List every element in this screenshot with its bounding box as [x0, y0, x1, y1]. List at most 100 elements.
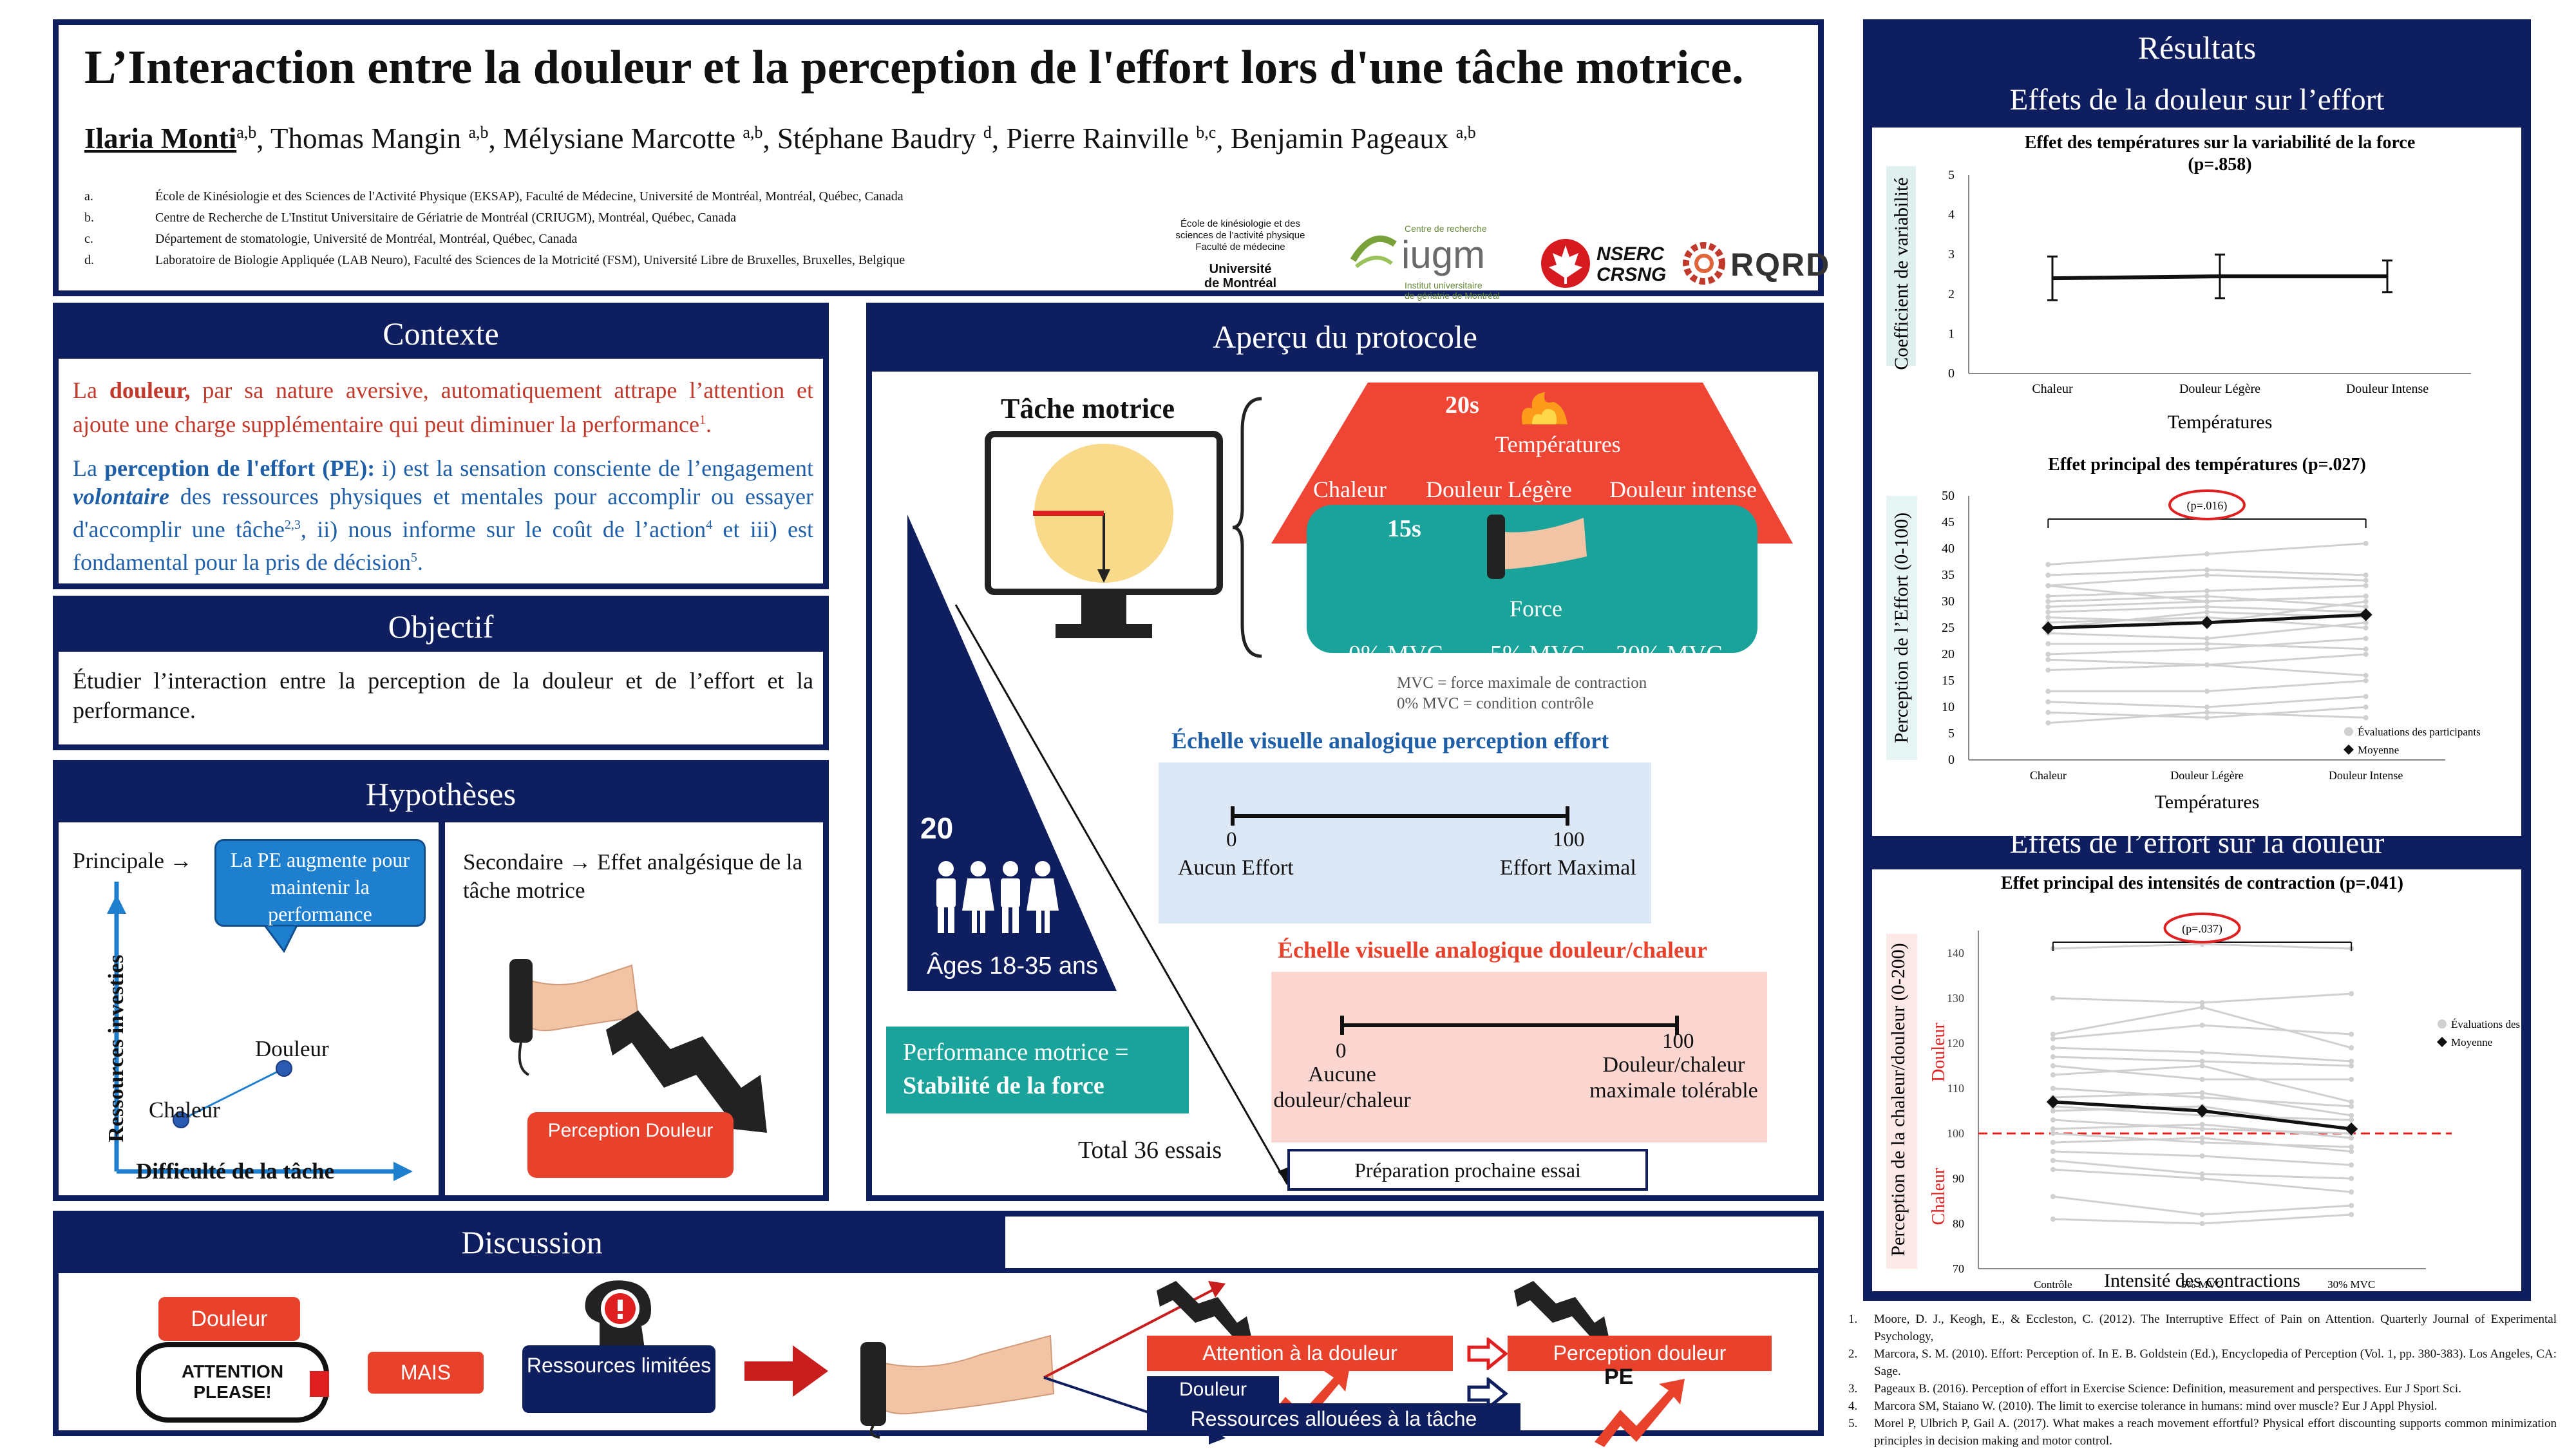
participant-point	[2349, 1176, 2354, 1181]
x-tick-label: Douleur Intense	[2346, 382, 2429, 396]
x-tick-label: 5% MVC	[2181, 1278, 2224, 1291]
affiliation-item: b.Centre de Recherche de L'Institut Univ…	[84, 207, 1179, 229]
chart-title: Effet principal des intensités de contra…	[2001, 873, 2403, 893]
pain-arrow-icon	[1514, 1281, 1611, 1345]
flame-icon	[1522, 392, 1567, 424]
y-tick-label: 2	[1948, 287, 1955, 301]
y-tick-label: 3	[1948, 247, 1955, 261]
up-trend-icon	[1595, 1379, 1685, 1447]
participant-point	[2363, 625, 2369, 630]
participant-point	[2045, 710, 2051, 715]
chart-subtitle: (p=.858)	[2188, 155, 2251, 175]
participant-point	[2363, 540, 2369, 546]
scale-effort-min: Aucun Effort	[1178, 856, 1294, 880]
force-label: Force	[1510, 596, 1562, 621]
participant-point	[2204, 599, 2210, 604]
affiliation-letter: b.	[84, 211, 94, 225]
discussion-header-text: Discussion	[461, 1224, 603, 1260]
x-tick-label: Douleur Légère	[2179, 382, 2260, 396]
legend-participants-marker	[2344, 727, 2353, 736]
hyp-divider	[439, 817, 445, 1195]
hyp-graph	[107, 882, 413, 1181]
disc-perception-douleur-text: Perception douleur	[1553, 1341, 1727, 1365]
disc-ressources-tache: Ressources allouées à la tâche	[1147, 1403, 1520, 1434]
ages: Âges 18-35 ans	[927, 952, 1099, 980]
affiliations: a.École de Kinésiologie et des Sciences …	[84, 186, 1179, 271]
disc-mais-text: MAIS	[400, 1361, 451, 1384]
x-axis-label: Intensité des contractions	[2104, 1270, 2300, 1291]
participant-point	[2204, 688, 2210, 694]
participant-point	[2045, 720, 2051, 726]
reference-number: 5.	[1848, 1417, 1858, 1430]
participant-point	[2349, 1032, 2354, 1037]
udem-logo: École de kinésiologie et des sciences de…	[1160, 218, 1321, 290]
scale-pain-max: Douleur/chaleur	[1602, 1053, 1745, 1077]
reference-text: Morel P, Ulbrich P, Gail A. (2017). What…	[1874, 1417, 2557, 1448]
participant-point	[2045, 604, 2051, 610]
x-tick-label: Contrôle	[2034, 1278, 2072, 1291]
affiliation-letter: c.	[84, 232, 93, 246]
y-axis-label: Perception de l’Effort (0-100)	[1891, 513, 1912, 744]
p1-c: par sa nature aversive, automatiquement …	[73, 377, 813, 437]
legend-participants: Évaluations des participants	[2451, 1018, 2521, 1030]
affiliation-item: a.École de Kinésiologie et des Sciences …	[84, 186, 1179, 207]
hyp-point-high: Douleur	[255, 1036, 329, 1061]
participant-point	[2349, 1212, 2354, 1217]
rqrd-logo: RQRD	[1681, 241, 1829, 292]
other-authors: , Thomas Mangin a,b, Mélysiane Marcotte …	[256, 122, 1476, 155]
legend-participants: Évaluations des participants	[2358, 726, 2481, 738]
reference-item: 1.Moore, D. J., Keogh, E., & Eccleston, …	[1848, 1311, 2557, 1345]
participant-point	[2363, 652, 2369, 657]
legend-participants-marker	[2438, 1019, 2447, 1028]
title-panel: L’Interaction entre la douleur et la per…	[53, 19, 1829, 301]
attention-text: PLEASE!	[193, 1382, 272, 1402]
participant-point	[2045, 609, 2051, 615]
participant-point	[2204, 710, 2210, 715]
chart-pain-contraction: Effet principal des intensités de contra…	[1886, 873, 2521, 1291]
participant-point	[2349, 1113, 2354, 1118]
participant-point	[2204, 588, 2210, 594]
participant-point	[2050, 996, 2056, 1001]
crsng-text: CRSNG	[1596, 264, 1667, 285]
references: 1.Moore, D. J., Keogh, E., & Eccleston, …	[1848, 1311, 2557, 1449]
participant-point	[2204, 636, 2210, 641]
participant-point	[2204, 593, 2210, 599]
participant-point	[2349, 1203, 2354, 1208]
participant-point	[2349, 1045, 2354, 1050]
tache-motrice: Tâche motrice	[1001, 393, 1175, 424]
scale-effort-100: 100	[1553, 828, 1585, 851]
affiliation-text: Département de stomatologie, Université …	[155, 232, 578, 246]
hollow-arrow-icon	[1467, 1378, 1508, 1410]
hyp-secondaire: Secondaire → Effet analgésique de la tâc…	[463, 849, 803, 903]
resultats-header: Résultats	[2137, 30, 2257, 66]
reference-text: Moore, D. J., Keogh, E., & Eccleston, C.…	[1874, 1312, 2557, 1343]
reference-item: 5. Morel P, Ulbrich P, Gail A. (2017). Wh…	[1848, 1415, 2557, 1449]
participant-point	[2204, 573, 2210, 578]
perf-line-2: Stabilité de la force	[903, 1072, 1104, 1099]
participant-point	[2199, 1126, 2205, 1132]
reference-item: 2.Marcora, S. M. (2010). Effort: Percept…	[1848, 1345, 2557, 1380]
x-tick-label: Chaleur	[2032, 382, 2073, 396]
x-tick-label: Chaleur	[2030, 769, 2067, 782]
scale-pain-title: Échelle visuelle analogique douleur/chal…	[1278, 937, 1708, 963]
udem-logo-text: École de kinésiologie et des	[1180, 218, 1300, 229]
participant-point	[2349, 991, 2354, 996]
y-tick-label: 20	[1942, 647, 1955, 661]
reference-item: 3.Pageaux B. (2016). Perception of effor…	[1848, 1380, 2557, 1397]
udem-logo-text: Faculté de médecine	[1195, 242, 1285, 252]
disc-mais: MAIS	[368, 1352, 484, 1394]
participant-point	[2045, 573, 2051, 578]
scale-effort-title: Échelle visuelle analogique perception e…	[1171, 728, 1609, 753]
mean-point	[2201, 616, 2213, 629]
contexte-panel: Contexte La douleur, par sa nature avers…	[53, 303, 829, 589]
disc-ressources-text: Ressources limitées	[526, 1354, 712, 1377]
participant-point	[2349, 1149, 2354, 1154]
resultats-sub1: Effets de la douleur sur l’effort	[2009, 83, 2385, 117]
pain-arrow-icon	[606, 1010, 767, 1133]
y-tick-label: 5	[1948, 168, 1955, 182]
participant-point	[2050, 1117, 2056, 1122]
ylabel-band	[1886, 166, 1916, 366]
mean-point	[2046, 1095, 2060, 1108]
attention-text: ATTENTION	[181, 1361, 284, 1381]
participant-point	[2349, 1059, 2354, 1064]
